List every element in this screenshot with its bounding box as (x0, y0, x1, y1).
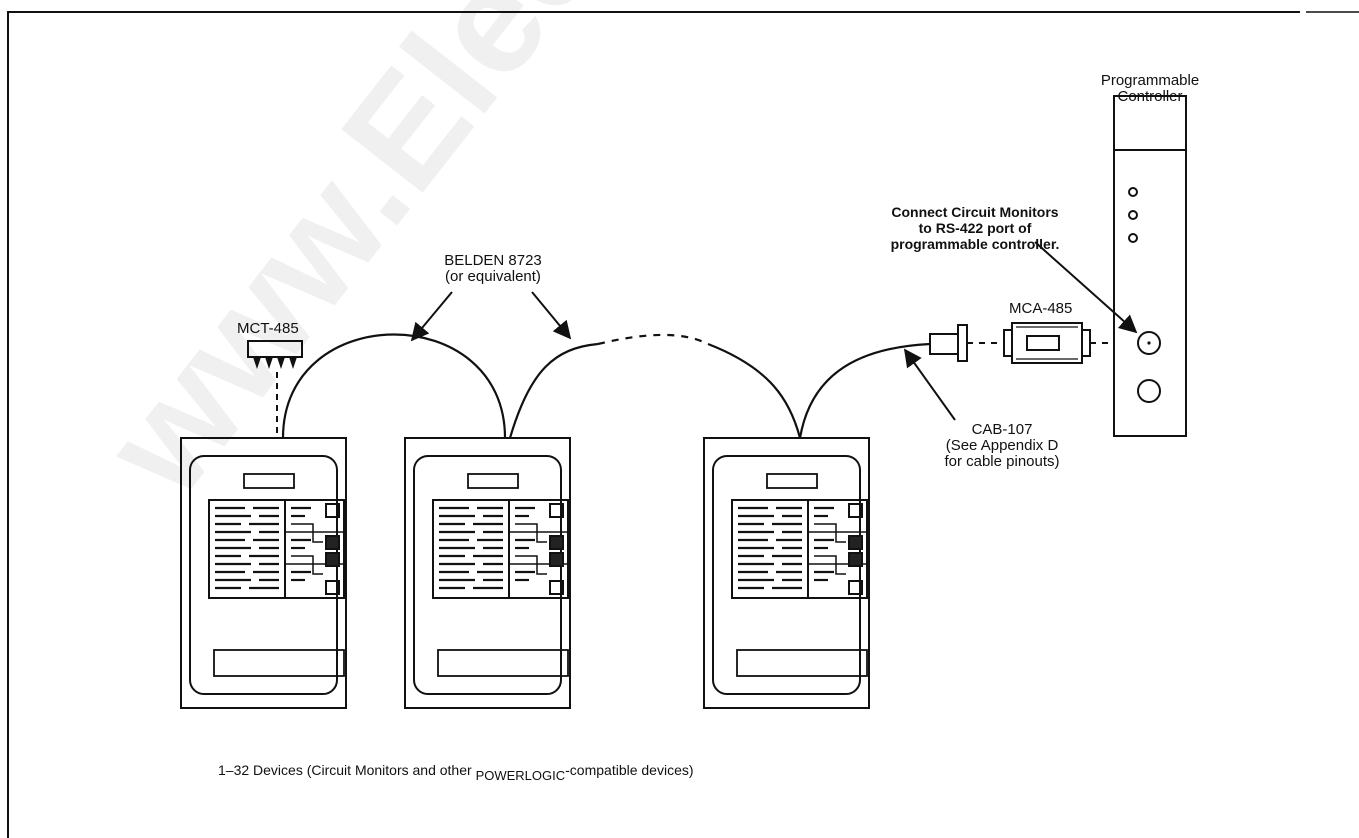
circuit-monitor-1 (179, 436, 348, 710)
circuit-monitor-3 (702, 436, 871, 710)
label-mct-485: MCT-485 (237, 320, 299, 337)
rs-422-arrow (1034, 241, 1138, 334)
label-cab-107: CAB-107 (See Appendix D for cable pinout… (944, 421, 1060, 470)
belden-arrow-right (531, 291, 572, 340)
label-mca-485: MCA-485 (1009, 300, 1073, 317)
label-programmable-controller: Programmable Controller (1100, 72, 1200, 105)
programmable-controller (1113, 95, 1187, 437)
mca-485-adapter (1003, 322, 1091, 364)
cab-107-connector (929, 324, 1004, 362)
belden-arrow-left (410, 291, 453, 342)
label-belden: BELDEN 8723 (or equivalent) (444, 252, 542, 285)
devices-caption: 1–32 Devices (Circuit Monitors and other… (218, 762, 694, 783)
mct-485-terminator (247, 340, 303, 438)
label-connect-note: Connect Circuit Monitors to RS-422 port … (890, 204, 1060, 252)
powerlogic-brand: POWERLOGIC (475, 768, 566, 783)
circuit-monitor-2 (403, 436, 572, 710)
belden-cable (281, 333, 931, 439)
cab-arrow (903, 348, 956, 421)
